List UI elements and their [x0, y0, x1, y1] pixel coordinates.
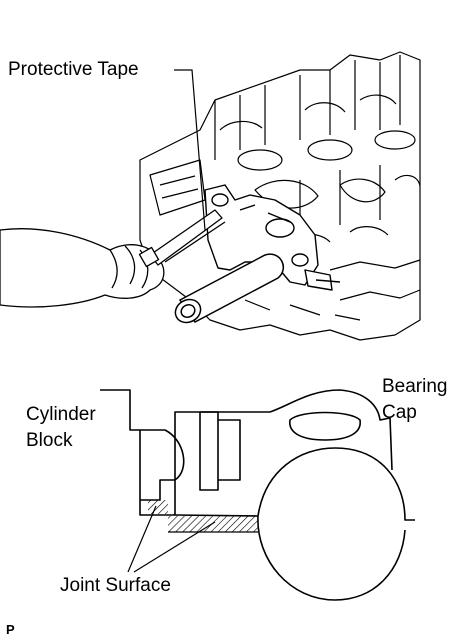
bearing-cap-label-line2: Cap	[382, 402, 417, 423]
cylinder-block-label-line2: Block	[26, 430, 73, 451]
joint-surface-label: Joint Surface	[60, 575, 171, 596]
joint-surface-hatching	[148, 500, 258, 533]
cylinder-block-label-line1: Cylinder	[26, 404, 96, 425]
protective-tape-leader	[174, 69, 206, 231]
engine-block-top-view	[139, 51, 421, 341]
hand-with-tool	[0, 209, 226, 308]
protective-tape-label: Protective Tape	[8, 59, 139, 80]
corner-mark: P	[6, 622, 15, 637]
bearing-cap-top	[204, 184, 341, 291]
bearing-cap-label-line1: Bearing	[382, 376, 448, 397]
cross-section-diagram	[100, 389, 415, 601]
guide-cylinder	[174, 253, 284, 324]
joint-surface-leaders	[127, 505, 216, 573]
